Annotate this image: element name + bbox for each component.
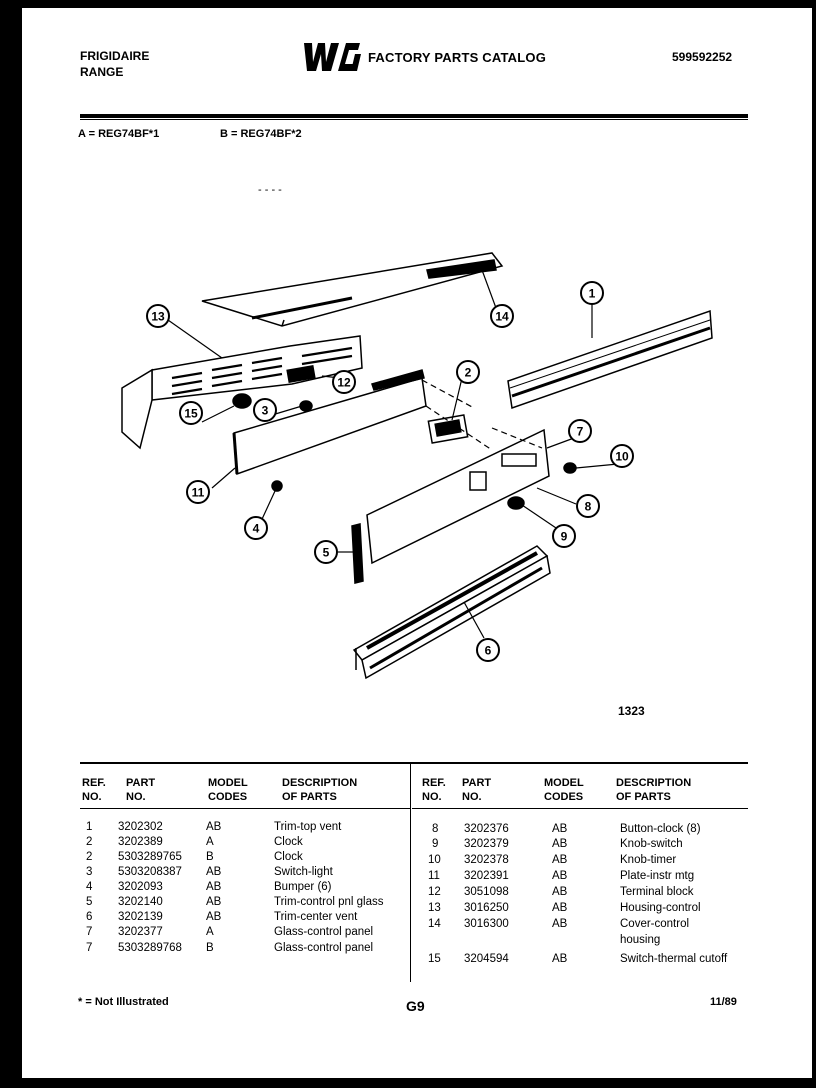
svg-text:11: 11 bbox=[192, 486, 205, 500]
catalog-heading: FACTORY PARTS CATALOG bbox=[300, 40, 546, 74]
footnote: * = Not Illustrated bbox=[78, 996, 169, 1008]
catalog-page: FRIGIDAIRE RANGE FACTORY PARTS CATALOG 5… bbox=[22, 8, 812, 1078]
table-divider bbox=[410, 762, 411, 982]
part-glass-control-panel bbox=[366, 428, 550, 565]
page-number: G9 bbox=[406, 998, 425, 1014]
brand-name: FRIGIDAIRE bbox=[80, 49, 150, 63]
product-type: RANGE bbox=[80, 65, 124, 79]
table-header-rule-right bbox=[412, 808, 748, 809]
callout-12: 12 bbox=[332, 370, 356, 394]
callout-10: 10 bbox=[610, 444, 634, 468]
callout-6: 6 bbox=[476, 638, 500, 662]
callout-15: 15 bbox=[179, 401, 203, 425]
svg-text:14: 14 bbox=[495, 310, 509, 324]
callout-4: 4 bbox=[244, 516, 268, 540]
wci-logo-icon bbox=[304, 43, 361, 71]
svg-text:3: 3 bbox=[262, 404, 269, 418]
svg-text:8: 8 bbox=[585, 500, 592, 514]
scan-mark: - - - - bbox=[258, 184, 282, 196]
callout-3: 3 bbox=[253, 398, 277, 422]
catalog-title: FACTORY PARTS CATALOG bbox=[368, 49, 547, 65]
exploded-parts-diagram: 13 14 1 12 2 15 3 7 10 11 8 4 9 5 6 bbox=[121, 252, 713, 680]
svg-text:7: 7 bbox=[577, 425, 584, 439]
col-header-ref-right: REF.NO. bbox=[422, 777, 446, 803]
part-cover-control-housing bbox=[201, 252, 504, 327]
part-trim-center-vent bbox=[352, 545, 551, 680]
svg-text:10: 10 bbox=[615, 450, 629, 464]
brand-block: FRIGIDAIRE RANGE bbox=[80, 48, 149, 80]
header-rule-thin bbox=[80, 119, 748, 120]
svg-text:12: 12 bbox=[337, 376, 351, 390]
callout-13: 13 bbox=[146, 304, 170, 328]
callout-9: 9 bbox=[552, 524, 576, 548]
catalog-number: 599592252 bbox=[672, 50, 733, 64]
callout-8: 8 bbox=[576, 494, 600, 518]
svg-text:2: 2 bbox=[465, 366, 472, 380]
part-trim-top-vent bbox=[507, 309, 713, 410]
callout-14: 14 bbox=[490, 304, 514, 328]
callout-5: 5 bbox=[314, 540, 338, 564]
part-housing-control bbox=[121, 335, 363, 450]
svg-text:13: 13 bbox=[151, 310, 165, 324]
callout-11: 11 bbox=[186, 480, 210, 504]
revision-date: 11/89 bbox=[710, 996, 737, 1008]
svg-text:15: 15 bbox=[184, 407, 198, 421]
table-header-rule-left bbox=[80, 808, 410, 809]
callout-7: 7 bbox=[568, 419, 592, 443]
svg-text:4: 4 bbox=[253, 522, 260, 536]
figure-number: 1323 bbox=[618, 704, 645, 718]
callout-group: 13 14 1 12 2 15 3 7 10 11 8 4 9 5 6 bbox=[146, 281, 634, 662]
svg-text:6: 6 bbox=[485, 644, 492, 658]
model-b: B = REG74BF*2 bbox=[220, 128, 302, 140]
callout-1: 1 bbox=[580, 281, 604, 305]
header-rule bbox=[80, 114, 748, 118]
col-header-ref: REF.NO. bbox=[82, 777, 106, 803]
svg-text:9: 9 bbox=[561, 530, 568, 544]
model-a: A = REG74BF*1 bbox=[78, 128, 160, 140]
svg-text:5: 5 bbox=[323, 546, 330, 560]
svg-text:1: 1 bbox=[589, 287, 596, 301]
table-top-rule bbox=[80, 762, 748, 764]
callout-2: 2 bbox=[456, 360, 480, 384]
